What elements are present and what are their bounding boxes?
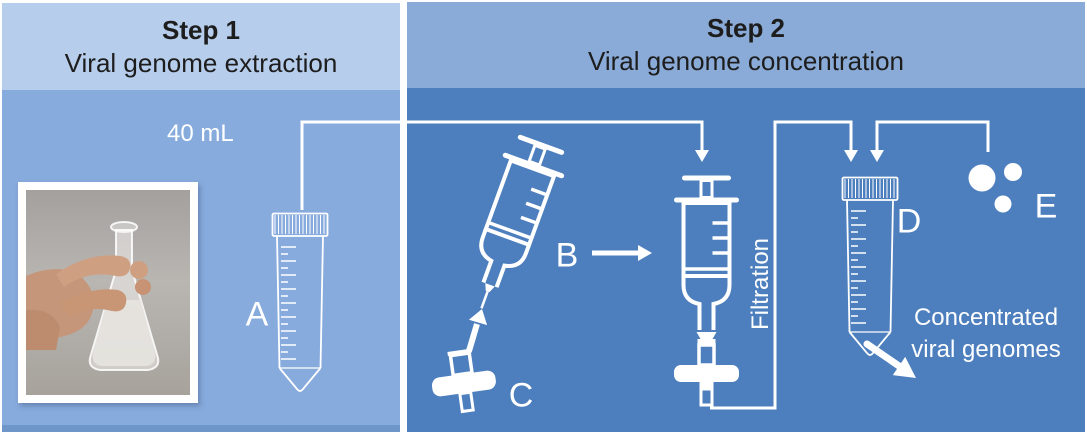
reagent-dots-e-icon [968,163,1022,213]
result-label: Concentrated viral genomes [911,304,1061,363]
label-b: B [555,236,579,275]
filtration-flow-path [710,120,858,410]
syringe-b-icon [479,134,565,309]
step2-subtitle: Viral genome concentration [587,46,905,76]
step2-title: Step 2 [706,13,786,44]
step1-header: Step 1 Viral genome extraction [2,3,400,90]
conical-tube-d-icon [841,176,899,356]
conical-tube-a-icon [271,212,329,392]
label-d: D [896,202,922,241]
filtration-label: Filtration [747,237,774,331]
reagent-flow-path [870,120,990,162]
arrow-c-to-syringe-b [466,309,488,352]
arrow-b-to-syringe [592,245,652,261]
step1-panel-footer-strip [2,425,400,432]
connector-a-to-syringe [300,120,709,210]
volume-label: 40 mL [167,120,234,147]
hand-flask-image [26,190,190,395]
label-c: C [508,376,534,415]
step1-title: Step 1 [161,14,241,45]
syringe-with-filter-icon [674,175,739,407]
label-e: E [1034,187,1058,226]
arrow-d-to-result [863,340,916,378]
step1-subtitle: Viral genome extraction [64,47,338,78]
label-a: A [245,295,269,334]
syringe-filter-c-icon [431,348,496,414]
hand-flask-photo [18,182,198,403]
step2-header: Step 2 Viral genome concentration [407,2,1085,88]
